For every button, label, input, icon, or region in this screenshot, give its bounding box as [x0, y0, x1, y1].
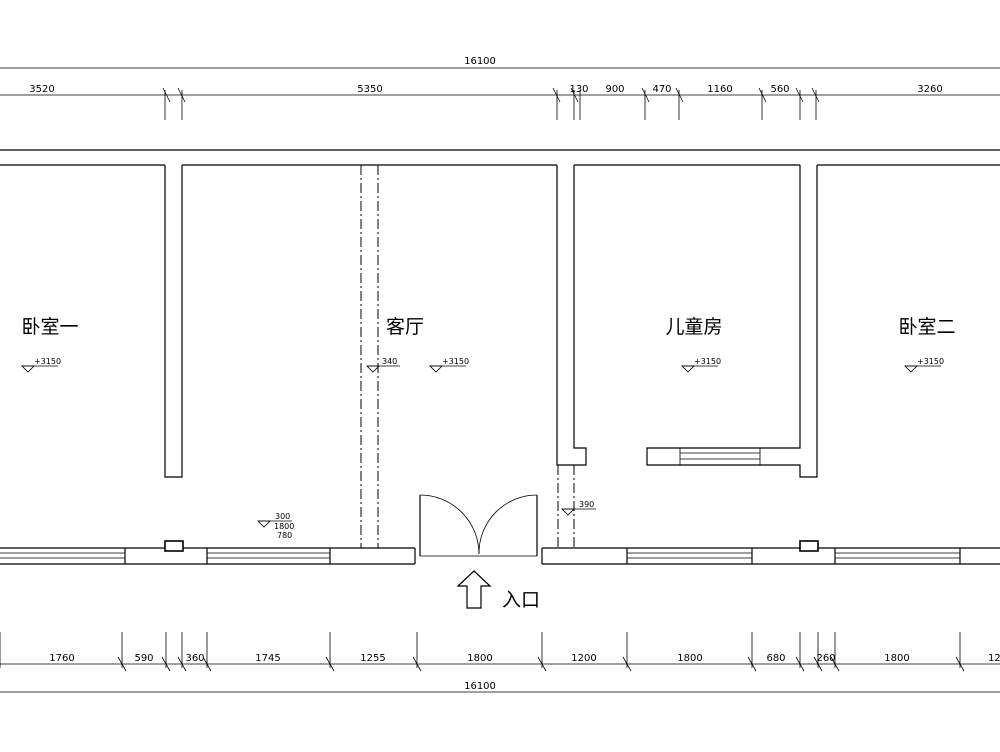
beam-lines	[360, 165, 575, 548]
svg-text:+3150: +3150	[917, 357, 944, 366]
bottom-dimensions: 1760 590 360 1745 1255 1800 1200 1800 68…	[0, 632, 1000, 693]
top-dimension-ticks	[162, 87, 820, 120]
level-triangle-icon	[561, 508, 575, 516]
elevation-mark-living-beam: 340	[366, 357, 400, 373]
top-dimension-1: 3520	[29, 84, 54, 95]
bottom-dimension-3: 360	[185, 653, 204, 664]
svg-text:390: 390	[579, 500, 594, 509]
room-label-bedroom1: 卧室一	[21, 316, 78, 338]
bottom-dimension-5: 1255	[360, 653, 385, 664]
bottom-dimension-11: 1800	[884, 653, 909, 664]
svg-text:+3150: +3150	[442, 357, 469, 366]
room-label-bedroom2: 卧室二	[898, 316, 955, 338]
bottom-dimension-ticks	[0, 632, 965, 672]
room-labels: 卧室一 客厅 儿童房 卧室二	[21, 316, 955, 338]
window-living	[206, 548, 331, 564]
elevation-mark-bedroom1: +3150	[21, 357, 61, 373]
bottom-dimension-1: 1760	[49, 653, 74, 664]
bottom-dimension-2: 590	[134, 653, 153, 664]
bottom-dimension-8: 1800	[677, 653, 702, 664]
svg-text:340: 340	[382, 357, 397, 366]
level-triangle-icon	[904, 365, 918, 373]
level-triangle-icon	[366, 365, 380, 373]
svg-text:1800: 1800	[274, 522, 294, 531]
top-dimension-6: 1160	[707, 84, 732, 95]
bottom-dimension-6: 1800	[467, 653, 492, 664]
room-label-kids: 儿童房	[665, 316, 722, 338]
top-total-dimension: 16100	[464, 56, 496, 67]
svg-text:780: 780	[277, 531, 292, 540]
window-bedroom2	[834, 548, 961, 564]
walls	[0, 149, 1000, 565]
bottom-dimension-12: 12	[988, 653, 1000, 664]
elevation-mark-bedroom2: +3150	[904, 357, 944, 373]
window-kids	[626, 548, 753, 564]
top-dimension-2: 5350	[357, 84, 382, 95]
top-dimension-8: 3260	[917, 84, 942, 95]
level-triangle-icon	[429, 365, 443, 373]
top-dimension-4: 900	[605, 84, 624, 95]
svg-text:300: 300	[275, 512, 290, 521]
level-triangle-icon	[681, 365, 695, 373]
bottom-total-dimension: 16100	[464, 681, 496, 692]
top-dimensions: 16100 3520 5350 130 900	[0, 56, 1000, 120]
top-dimension-7: 560	[770, 84, 789, 95]
elevation-marks: +3150 340 +3150 +3150 +3150 300 1800 7	[21, 357, 944, 540]
top-dimension-5: 470	[652, 84, 671, 95]
elevation-mark-kids: +3150	[681, 357, 721, 373]
elevation-mark-window: 300 1800 780	[257, 512, 294, 540]
svg-text:+3150: +3150	[694, 357, 721, 366]
svg-text:+3150: +3150	[34, 357, 61, 366]
bottom-dimension-7: 1200	[571, 653, 596, 664]
elevation-mark-living: +3150	[429, 357, 469, 373]
windows	[0, 548, 961, 564]
level-triangle-icon	[257, 520, 271, 528]
bottom-dimension-9: 680	[766, 653, 785, 664]
entrance-label: 入口	[502, 589, 540, 611]
top-dimension-3: 130	[569, 84, 588, 95]
level-triangle-icon	[21, 365, 35, 373]
entrance-double-door	[419, 494, 538, 557]
entrance-marker: 入口	[456, 570, 540, 611]
bottom-dimension-4: 1745	[255, 653, 280, 664]
elevation-mark-door-beam: 390	[561, 500, 596, 516]
arrow-up-icon	[456, 570, 492, 609]
room-label-living: 客厅	[386, 316, 424, 338]
bottom-dimension-10: 260	[816, 653, 835, 664]
window-bedroom1	[0, 548, 126, 564]
